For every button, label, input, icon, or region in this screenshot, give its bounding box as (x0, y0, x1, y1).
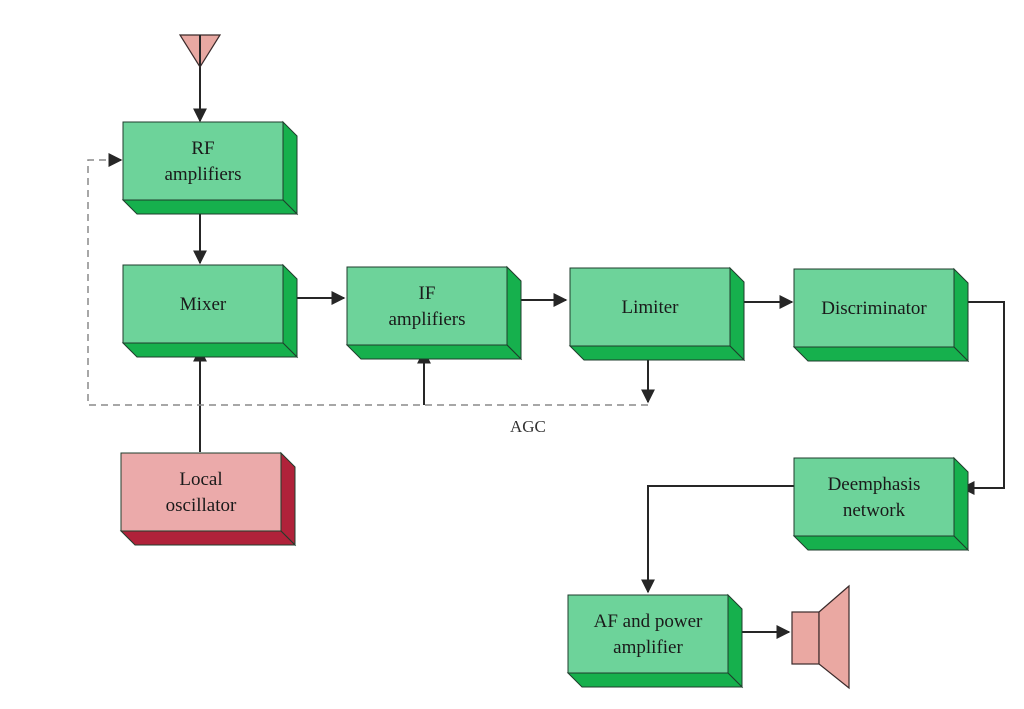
block-face (346, 266, 508, 346)
block-if: IF amplifiers (345, 265, 523, 361)
block-side-right (282, 263, 298, 359)
antenna-icon (178, 34, 222, 69)
block-label-line: RF (191, 138, 214, 159)
block-side-bottom (121, 342, 299, 358)
block-limiter: Limiter (568, 266, 746, 362)
block-label-line: Limiter (622, 297, 680, 318)
block-label-line: amplifiers (164, 164, 241, 185)
block-side-bottom (568, 345, 746, 361)
block-side-bottom (345, 344, 523, 360)
agc-label: AGC (510, 417, 546, 436)
block-label-line: amplifiers (388, 309, 465, 330)
block-label-line: Mixer (180, 294, 227, 315)
block-face (567, 594, 729, 674)
block-side-right (282, 120, 298, 216)
block-face (793, 268, 955, 348)
agc-feedback-path (87, 159, 648, 406)
block-discriminator: Discriminator (792, 267, 970, 363)
block-deemphasis: Deemphasis network (792, 456, 970, 552)
block-af: AF and power amplifier (566, 593, 744, 689)
block-label-line: Deemphasis (828, 474, 921, 495)
block-label-line: oscillator (166, 495, 237, 516)
block-label-line: Discriminator (821, 298, 927, 319)
block-side-bottom (121, 199, 299, 215)
block-side-bottom (792, 535, 970, 551)
block-face (120, 452, 282, 532)
block-side-right (727, 593, 743, 689)
speaker-icon (791, 584, 850, 690)
block-face (122, 264, 284, 344)
block-side-right (953, 456, 969, 552)
wire-discriminator-to-deemphasis (960, 301, 1005, 495)
block-rf: RF amplifiers (121, 120, 299, 216)
block-side-right (506, 265, 522, 361)
block-side-bottom (119, 530, 297, 546)
block-face (569, 267, 731, 347)
block-face (793, 457, 955, 537)
block-mixer: Mixer (121, 263, 299, 359)
block-label-line: AF and power (594, 611, 703, 632)
block-oscillator: Local oscillator (119, 451, 297, 547)
block-side-right (729, 266, 745, 362)
block-side-right (953, 267, 969, 363)
block-side-bottom (792, 346, 970, 362)
block-label-line: amplifier (613, 637, 683, 658)
block-face (122, 121, 284, 201)
block-side-bottom (566, 672, 744, 688)
block-label-line: Local (179, 469, 222, 490)
block-label-line: network (843, 500, 906, 521)
signal-wires (87, 66, 1005, 639)
block-side-right (280, 451, 296, 547)
wire-deemphasis-to-af (641, 485, 794, 594)
block-label-line: IF (419, 283, 436, 304)
